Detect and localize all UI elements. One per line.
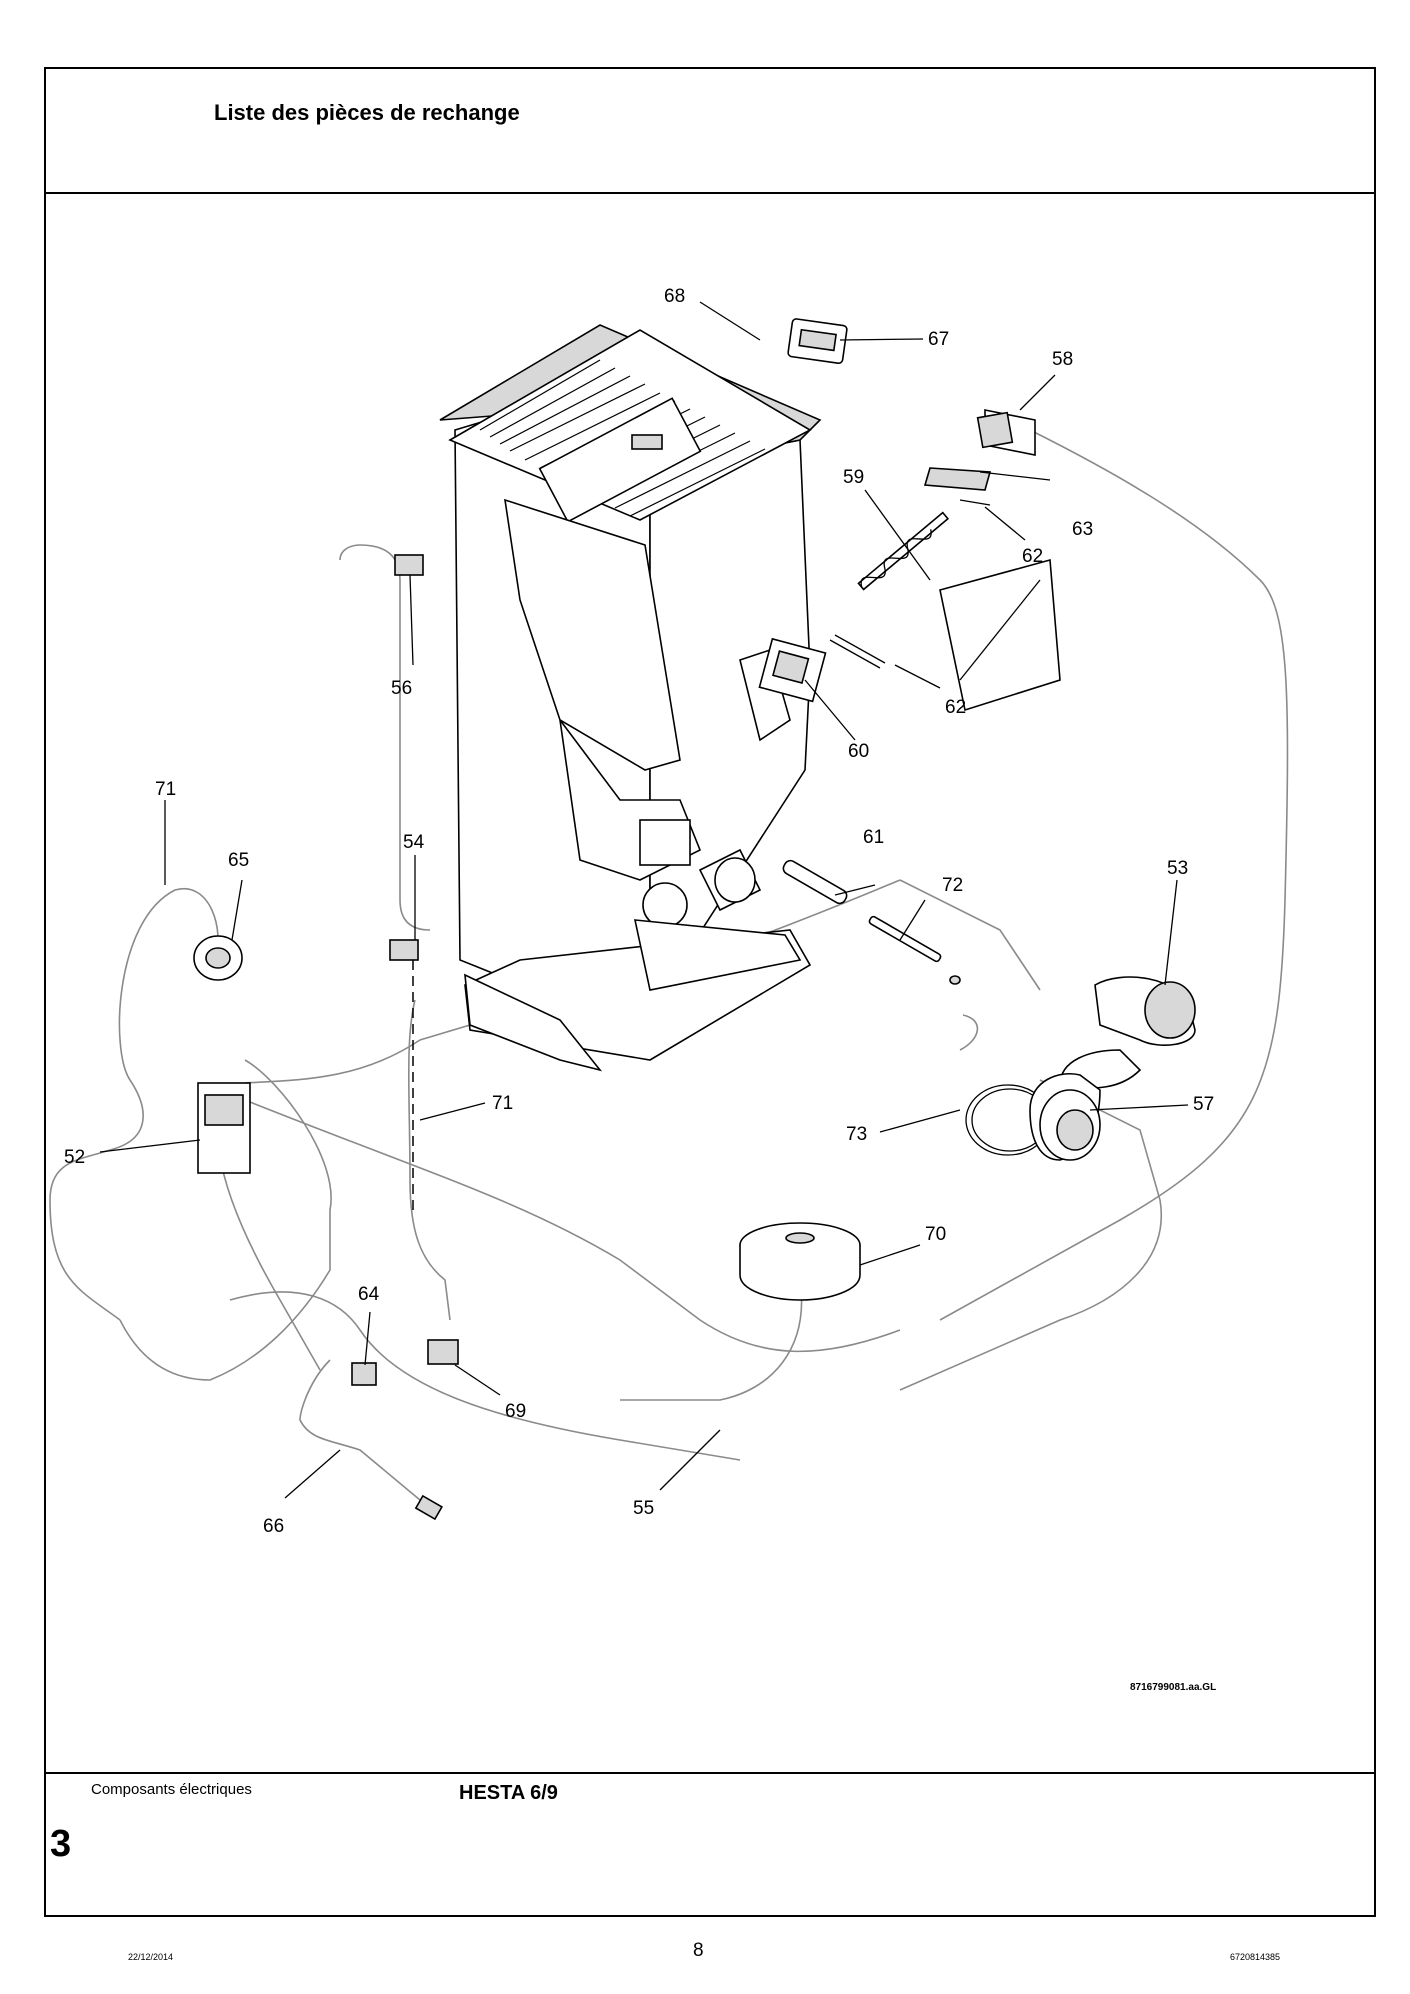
callout-60: 60 (848, 741, 869, 762)
header-divider (44, 192, 1376, 194)
callout-61: 61 (863, 827, 884, 848)
callout-62-lower: 62 (945, 697, 966, 718)
callout-71-left: 71 (155, 779, 176, 800)
callout-53: 53 (1167, 858, 1188, 879)
callout-67: 67 (928, 329, 949, 350)
callout-52: 52 (64, 1147, 85, 1168)
callout-labels: 68 67 58 59 63 62 62 60 56 71 65 54 61 7… (64, 286, 1214, 1537)
callout-72: 72 (942, 875, 963, 896)
footer-date: 22/12/2014 (128, 1952, 174, 1962)
callout-57: 57 (1193, 1094, 1214, 1115)
footer-category: Composants électriques (91, 1781, 252, 1798)
callout-54: 54 (403, 832, 425, 853)
callout-58: 58 (1052, 349, 1073, 370)
footer-divider (44, 1772, 1376, 1774)
callout-69: 69 (505, 1401, 526, 1422)
component-parts (193, 318, 1196, 1521)
callout-64: 64 (358, 1284, 380, 1305)
callout-73: 73 (846, 1124, 867, 1145)
callout-56: 56 (391, 678, 412, 699)
callout-55: 55 (633, 1498, 654, 1519)
page-frame (44, 67, 1376, 1917)
callout-66: 66 (263, 1516, 284, 1537)
callout-63: 63 (1072, 519, 1093, 540)
callout-70: 70 (925, 1224, 946, 1245)
callout-71-center: 71 (492, 1093, 513, 1114)
footer-model: HESTA 6/9 (459, 1782, 558, 1804)
leader-lines (99, 301, 1189, 1499)
doc-number: 6720814385 (1230, 1952, 1281, 1962)
callout-62-upper: 62 (1022, 546, 1043, 567)
page-title: Liste des pièces de rechange (214, 100, 520, 125)
stove-body (439, 324, 822, 1072)
callout-68: 68 (664, 286, 685, 307)
figure-reference: 8716799081.aa.GL (1130, 1682, 1216, 1693)
callout-65: 65 (228, 850, 249, 871)
page-number: 8 (693, 1940, 704, 1961)
callout-59: 59 (843, 467, 864, 488)
section-number: 3 (50, 1823, 72, 1865)
